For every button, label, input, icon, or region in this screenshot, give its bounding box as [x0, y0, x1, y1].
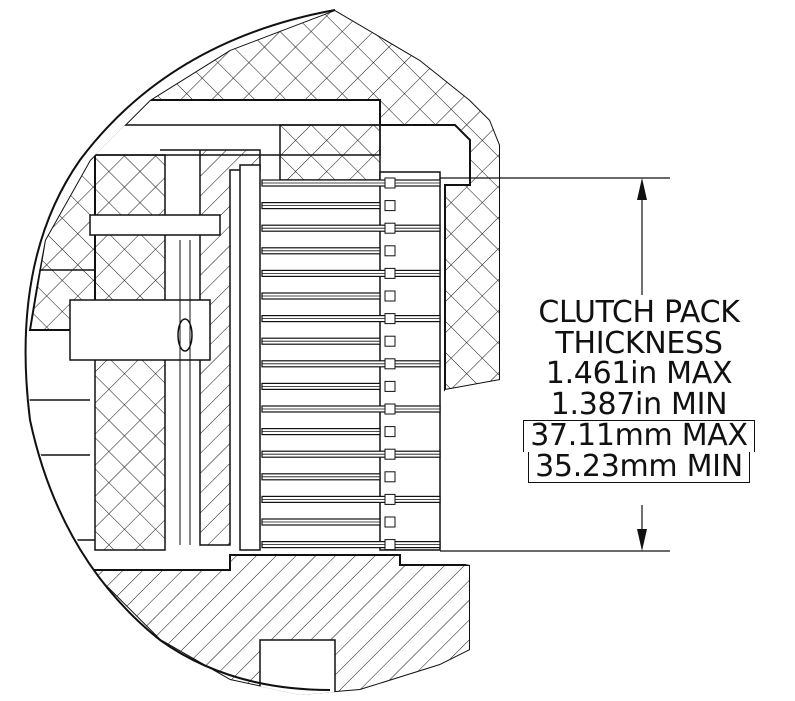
plate-tab: [384, 426, 396, 438]
callout-mm-max: 37.11mm MAX: [523, 420, 755, 452]
plate-tab: [384, 222, 396, 234]
callout-inch-min: 1.387in MIN: [550, 386, 728, 422]
plate-tab: [384, 245, 396, 257]
plate-tab: [384, 358, 396, 370]
arrowhead-top: [637, 178, 647, 200]
plate-tab: [384, 200, 396, 212]
plate-tab: [384, 471, 396, 483]
outer-case: [28, 10, 500, 392]
detail-view: [28, 10, 500, 695]
lower-housing: [29, 554, 471, 695]
arrowhead-bottom: [637, 529, 647, 551]
plate-tab: [384, 539, 396, 551]
clutch-pack-thickness-callout: CLUTCH PACK THICKNESS 1.461in MAX 1.387i…: [505, 295, 773, 483]
plate-tab: [384, 403, 396, 415]
plate-tab: [384, 313, 396, 325]
callout-title-line1: CLUTCH PACK: [538, 295, 740, 330]
plate-tab: [384, 516, 396, 528]
plate-tab: [384, 493, 396, 505]
plate-tab: [384, 267, 396, 279]
plate-tab: [384, 380, 396, 392]
plate-tab: [384, 290, 396, 302]
clutch-plate-stack: [239, 164, 441, 551]
plate-tab: [384, 177, 396, 189]
plate-tab: [384, 448, 396, 460]
callout-inch-max: 1.461in MAX: [545, 356, 733, 391]
callout-title-line2: THICKNESS: [555, 325, 723, 361]
plate-tab: [384, 335, 396, 347]
callout-mm-min: 35.23mm MIN: [528, 451, 750, 483]
detail-boundary: [24, 9, 336, 691]
pressure-plate: [239, 164, 261, 551]
